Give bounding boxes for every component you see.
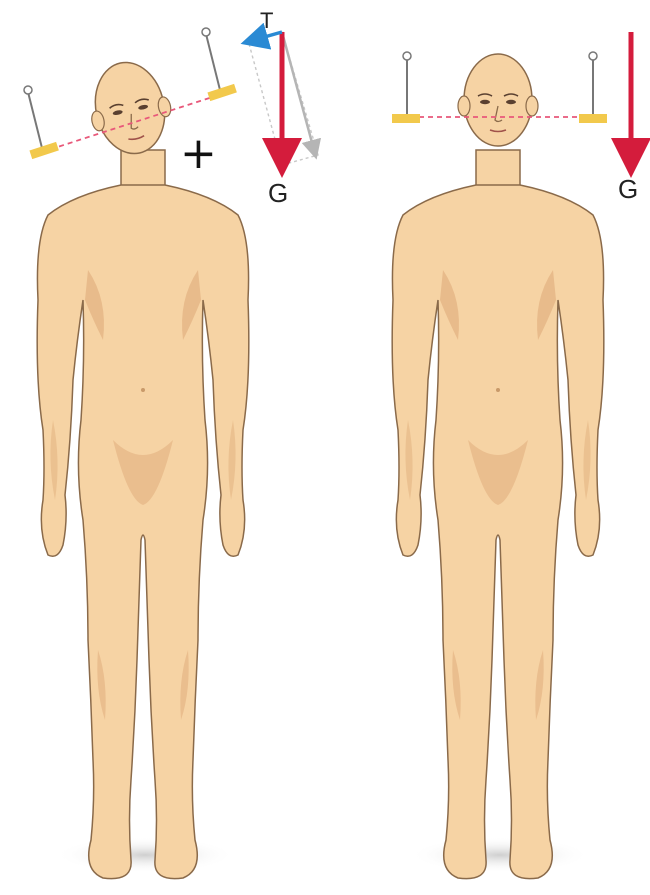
head-upright <box>458 54 538 146</box>
ground-shadow <box>55 837 235 873</box>
tilted-head-figure: T G + <box>24 8 318 879</box>
right-pendulum <box>579 52 607 123</box>
left-pendulum <box>392 52 420 123</box>
torque-sign: + <box>180 128 217 179</box>
component-arrow <box>282 32 314 150</box>
tension-label: T <box>260 8 273 33</box>
gravity-label: G <box>618 174 638 204</box>
right-pendulum <box>202 28 237 101</box>
body <box>392 150 604 879</box>
head-tilted <box>81 55 178 162</box>
gravity-label: G <box>268 178 288 208</box>
body <box>37 150 249 879</box>
tension-arrow <box>254 32 282 40</box>
upright-head-figure: G <box>392 32 638 879</box>
force-diagram: T G <box>248 8 318 208</box>
ground-shadow <box>410 837 590 873</box>
left-pendulum <box>24 86 59 159</box>
